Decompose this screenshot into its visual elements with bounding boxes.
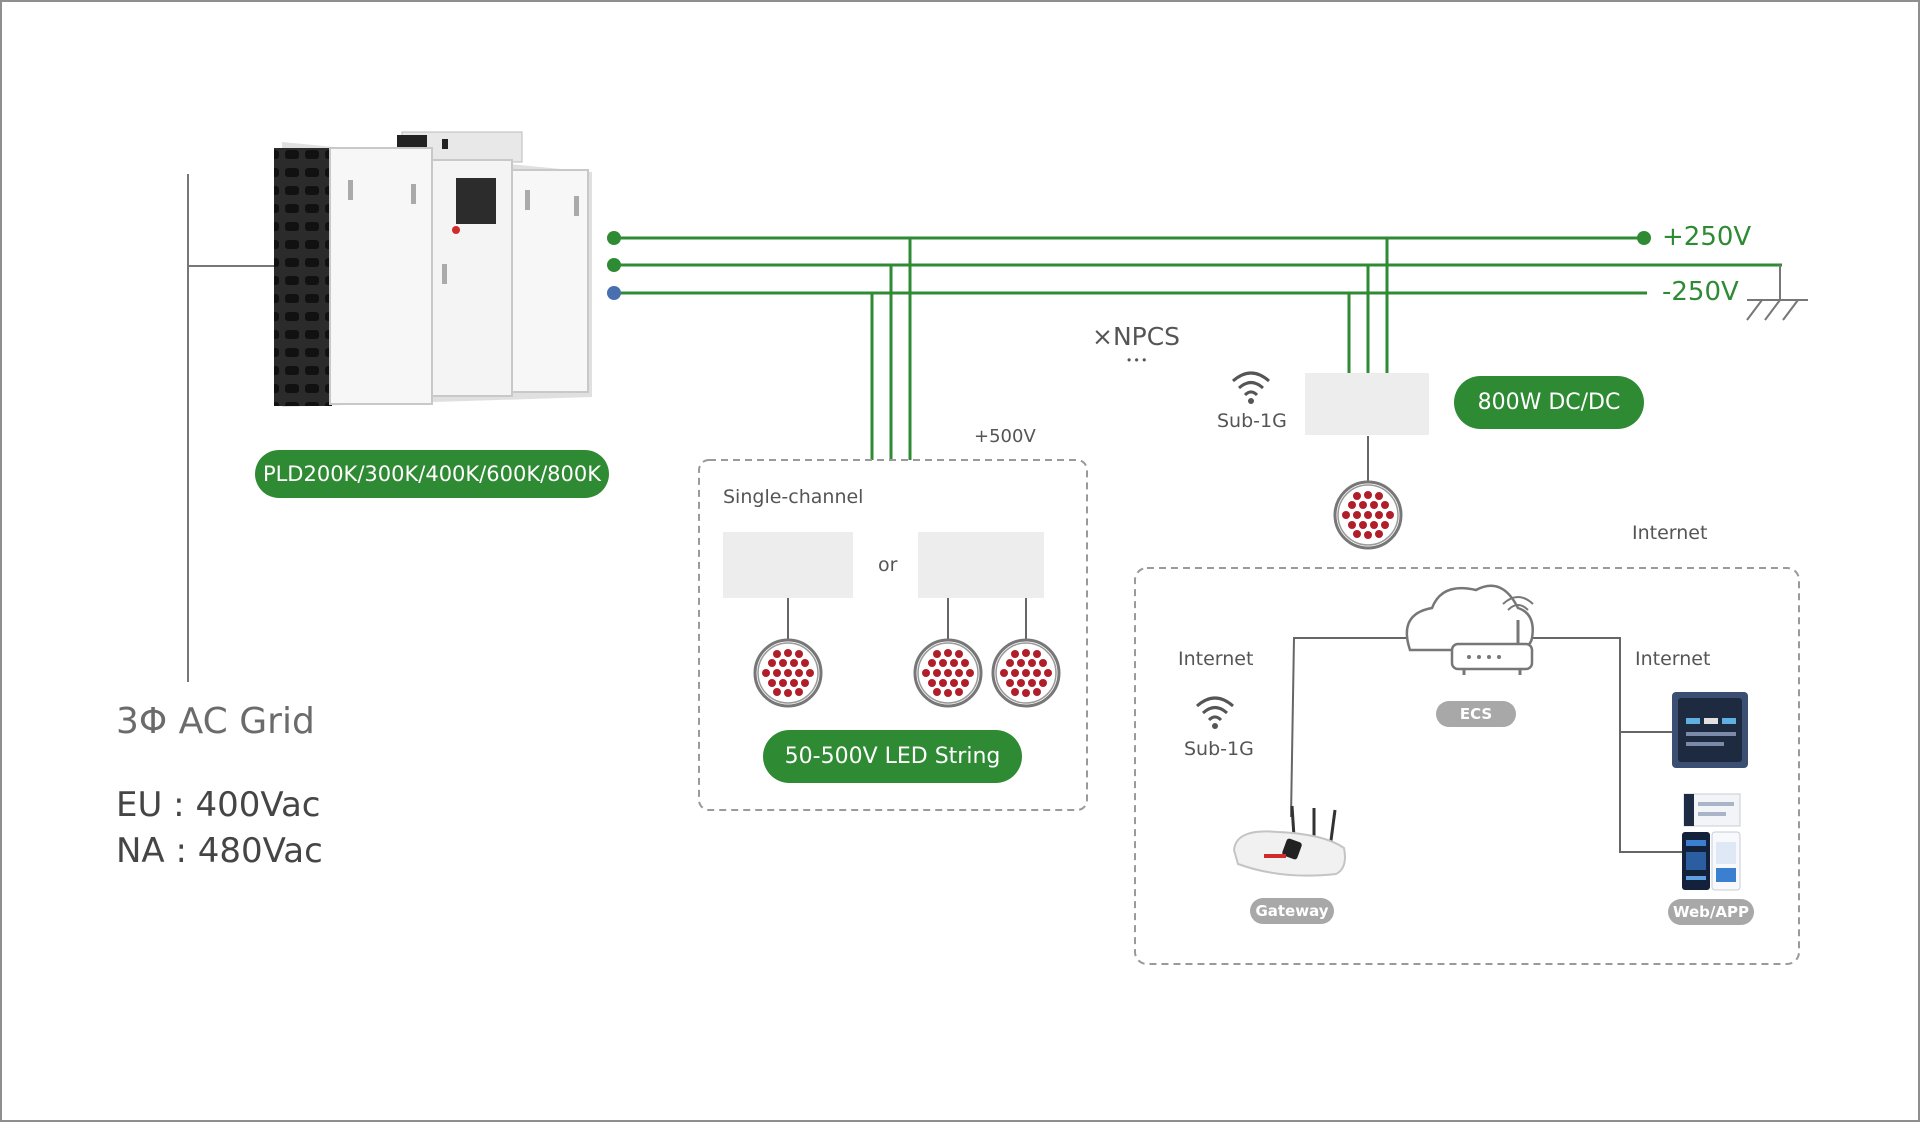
gateway-label: Gateway (1250, 898, 1334, 924)
led-lamp-icon (913, 638, 983, 708)
gateway-icon (1232, 805, 1346, 877)
network-internet-right: Internet (1635, 648, 1711, 670)
led-lamp-icon (753, 638, 823, 708)
network-box (1134, 567, 1800, 965)
bus-neutral-terminal (607, 258, 621, 272)
router-icon (1450, 596, 1534, 675)
ac-grid-eu: EU : 400Vac (116, 785, 321, 825)
led-lamp-icon (1333, 480, 1403, 550)
npcs-label: ×NPCS (1092, 322, 1181, 351)
ecs-label: ECS (1436, 701, 1516, 727)
network-links (1290, 637, 1684, 853)
ac-grid-na: NA : 480Vac (116, 831, 323, 871)
bus-negative-label: -250V (1662, 277, 1739, 307)
dcdc-wireless-label: Sub-1G (1217, 410, 1287, 432)
led-group-or: or (878, 554, 898, 576)
network-internet-left: Internet (1178, 648, 1254, 670)
led-group-box (698, 459, 1088, 811)
bus-positive-label: +250V (1662, 222, 1752, 252)
npcs-ellipsis: • • • (1127, 353, 1147, 367)
ground-icon (1746, 265, 1808, 321)
led-group-drops (870, 238, 912, 460)
led-group-mode: Single-channel (723, 486, 864, 508)
network-internet-top: Internet (1632, 522, 1708, 544)
wifi-icon (1231, 371, 1271, 406)
dcdc-drops (1347, 238, 1389, 374)
dcdc-box (1305, 373, 1429, 435)
bus-positive-terminal (607, 231, 621, 245)
led-string-label: 50-500V LED String (763, 730, 1022, 783)
network-wireless-left: Sub-1G (1184, 738, 1254, 760)
bus-positive-end (1637, 231, 1651, 245)
led-group-voltage: +500V (974, 426, 1036, 447)
cabinet-model-label: PLD200K/300K/400K/600K/800K (255, 450, 609, 498)
wifi-icon (1195, 696, 1235, 731)
dcdc-label: 800W DC/DC (1454, 376, 1644, 429)
led-driver-box (918, 532, 1044, 598)
led-driver-box (723, 532, 853, 598)
power-cabinet (274, 131, 592, 407)
cloud-icon (1405, 584, 1534, 652)
webapp-label: Web/APP (1668, 899, 1754, 925)
web-app-screens (1682, 793, 1741, 891)
bus-negative-terminal (607, 286, 621, 300)
led-lamp-icon (991, 638, 1061, 708)
ac-grid-title: 3Φ AC Grid (116, 701, 315, 742)
dashboard-screen (1672, 692, 1748, 768)
